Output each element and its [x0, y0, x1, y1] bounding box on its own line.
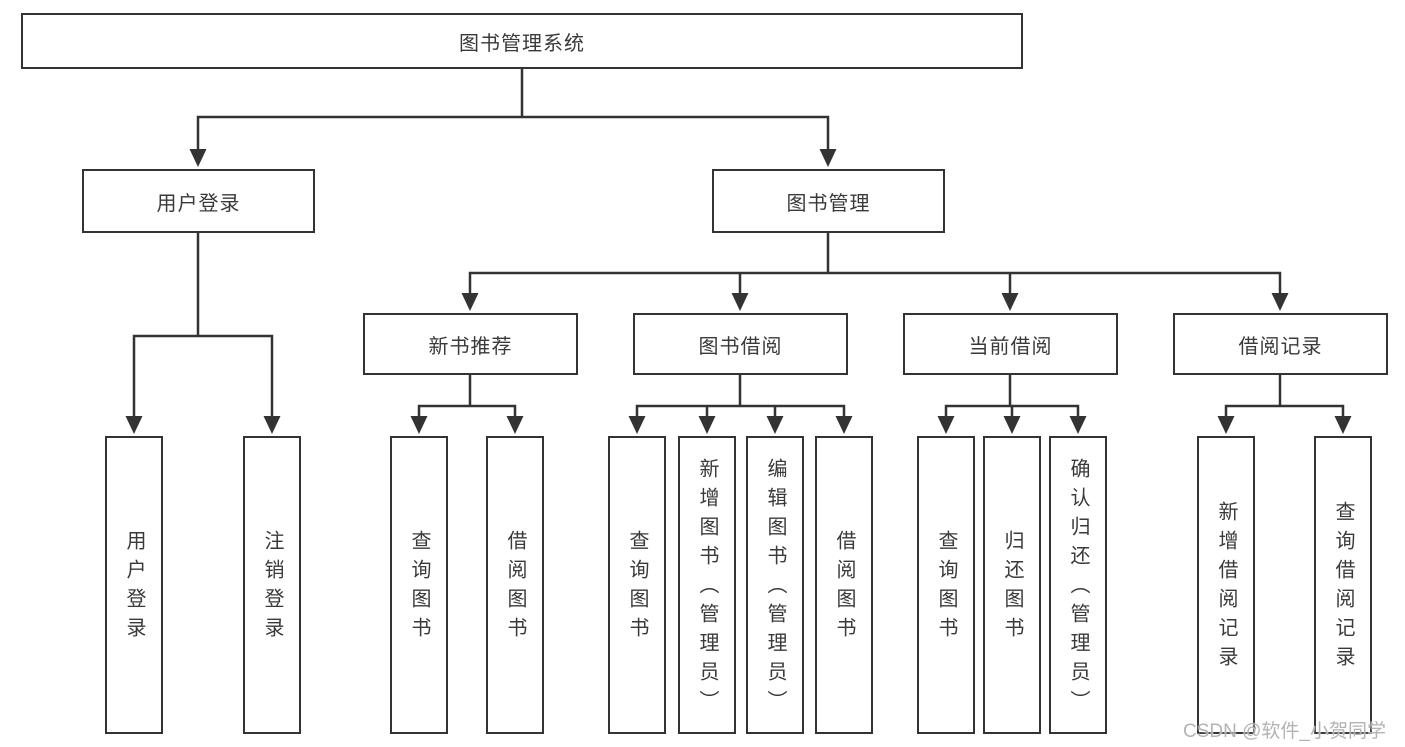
leaf-query-borrow-record: 查询借阅记录	[1314, 436, 1372, 734]
node-book-management: 图书管理	[712, 169, 945, 233]
leaf-add-book-admin: 新增图书（管理员）	[678, 436, 736, 734]
leaf-return-book: 归还图书	[983, 436, 1041, 734]
node-borrow-record: 借阅记录	[1173, 313, 1388, 375]
leaf-borrow-books: 借阅图书	[815, 436, 873, 734]
leaf-edit-book-admin: 编辑图书（管理员）	[746, 436, 804, 734]
leaf-query-books-current: 查询图书	[917, 436, 975, 734]
node-user-login: 用户登录	[82, 169, 315, 233]
leaf-add-borrow-record: 新增借阅记录	[1197, 436, 1255, 734]
leaf-user-login: 用户登录	[105, 436, 163, 734]
leaf-borrow-books-recommend: 借阅图书	[486, 436, 544, 734]
watermark: CSDN @软件_小贺同学	[1183, 721, 1386, 742]
connector-new-book-recommend	[417, 372, 517, 420]
node-book-borrow: 图书借阅	[633, 313, 848, 375]
leaf-query-books-recommend: 查询图书	[390, 436, 448, 734]
node-root: 图书管理系统	[21, 13, 1023, 69]
connector-user-login	[132, 230, 274, 420]
connector-borrow-record	[1224, 372, 1345, 420]
node-current-borrow: 当前借阅	[903, 313, 1118, 375]
connector-current-borrow	[944, 372, 1080, 420]
connector-root	[196, 66, 830, 152]
leaf-logout: 注销登录	[243, 436, 301, 734]
leaf-confirm-return-admin: 确认归还（管理员）	[1049, 436, 1107, 734]
connector-book-borrow	[635, 372, 846, 420]
leaf-query-books-borrow: 查询图书	[608, 436, 666, 734]
node-new-book-recommend: 新书推荐	[363, 313, 578, 375]
connector-book-management	[468, 230, 1282, 296]
